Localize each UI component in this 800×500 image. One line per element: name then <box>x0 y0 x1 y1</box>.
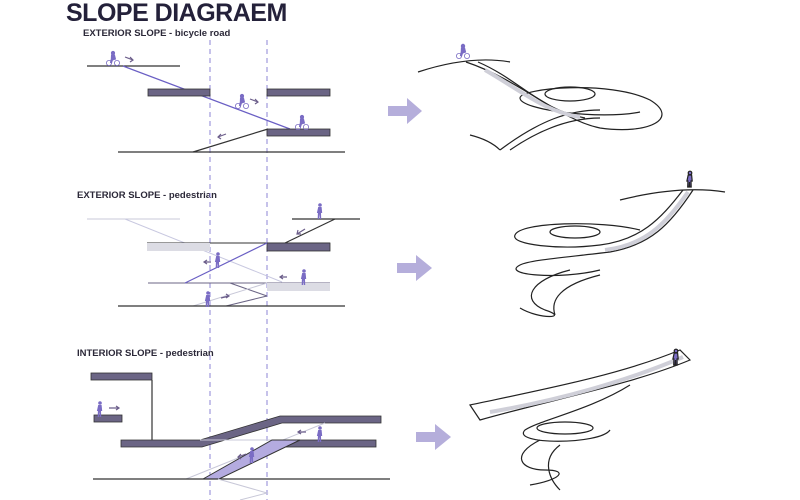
exterior-pedestrian-elevation <box>87 203 360 307</box>
section-label-exterior-pedestrian: EXTERIOR SLOPE - pedestrian <box>77 190 217 201</box>
bicycle-spiral-3d <box>417 43 663 151</box>
arrow-right-icon <box>416 424 451 450</box>
pedestrian-spiral-3d <box>514 170 726 318</box>
section-label-interior-pedestrian: INTERIOR SLOPE - pedestrian <box>77 348 214 359</box>
page-title: SLOPE DIAGRAEM <box>66 0 287 27</box>
bicycle-section-elevation <box>87 50 345 153</box>
interior-spiral-3d <box>469 348 692 491</box>
dashed-guides <box>209 40 268 500</box>
transition-arrows <box>388 98 451 450</box>
direction-arrows <box>202 228 306 299</box>
section-label-bicycle: EXTERIOR SLOPE - bicycle road <box>83 28 231 39</box>
arrow-right-icon <box>388 98 422 124</box>
arrow-right-icon <box>397 255 432 281</box>
direction-arrows <box>109 405 306 460</box>
interior-pedestrian-elevation <box>90 372 390 500</box>
direction-arrows <box>124 56 259 140</box>
